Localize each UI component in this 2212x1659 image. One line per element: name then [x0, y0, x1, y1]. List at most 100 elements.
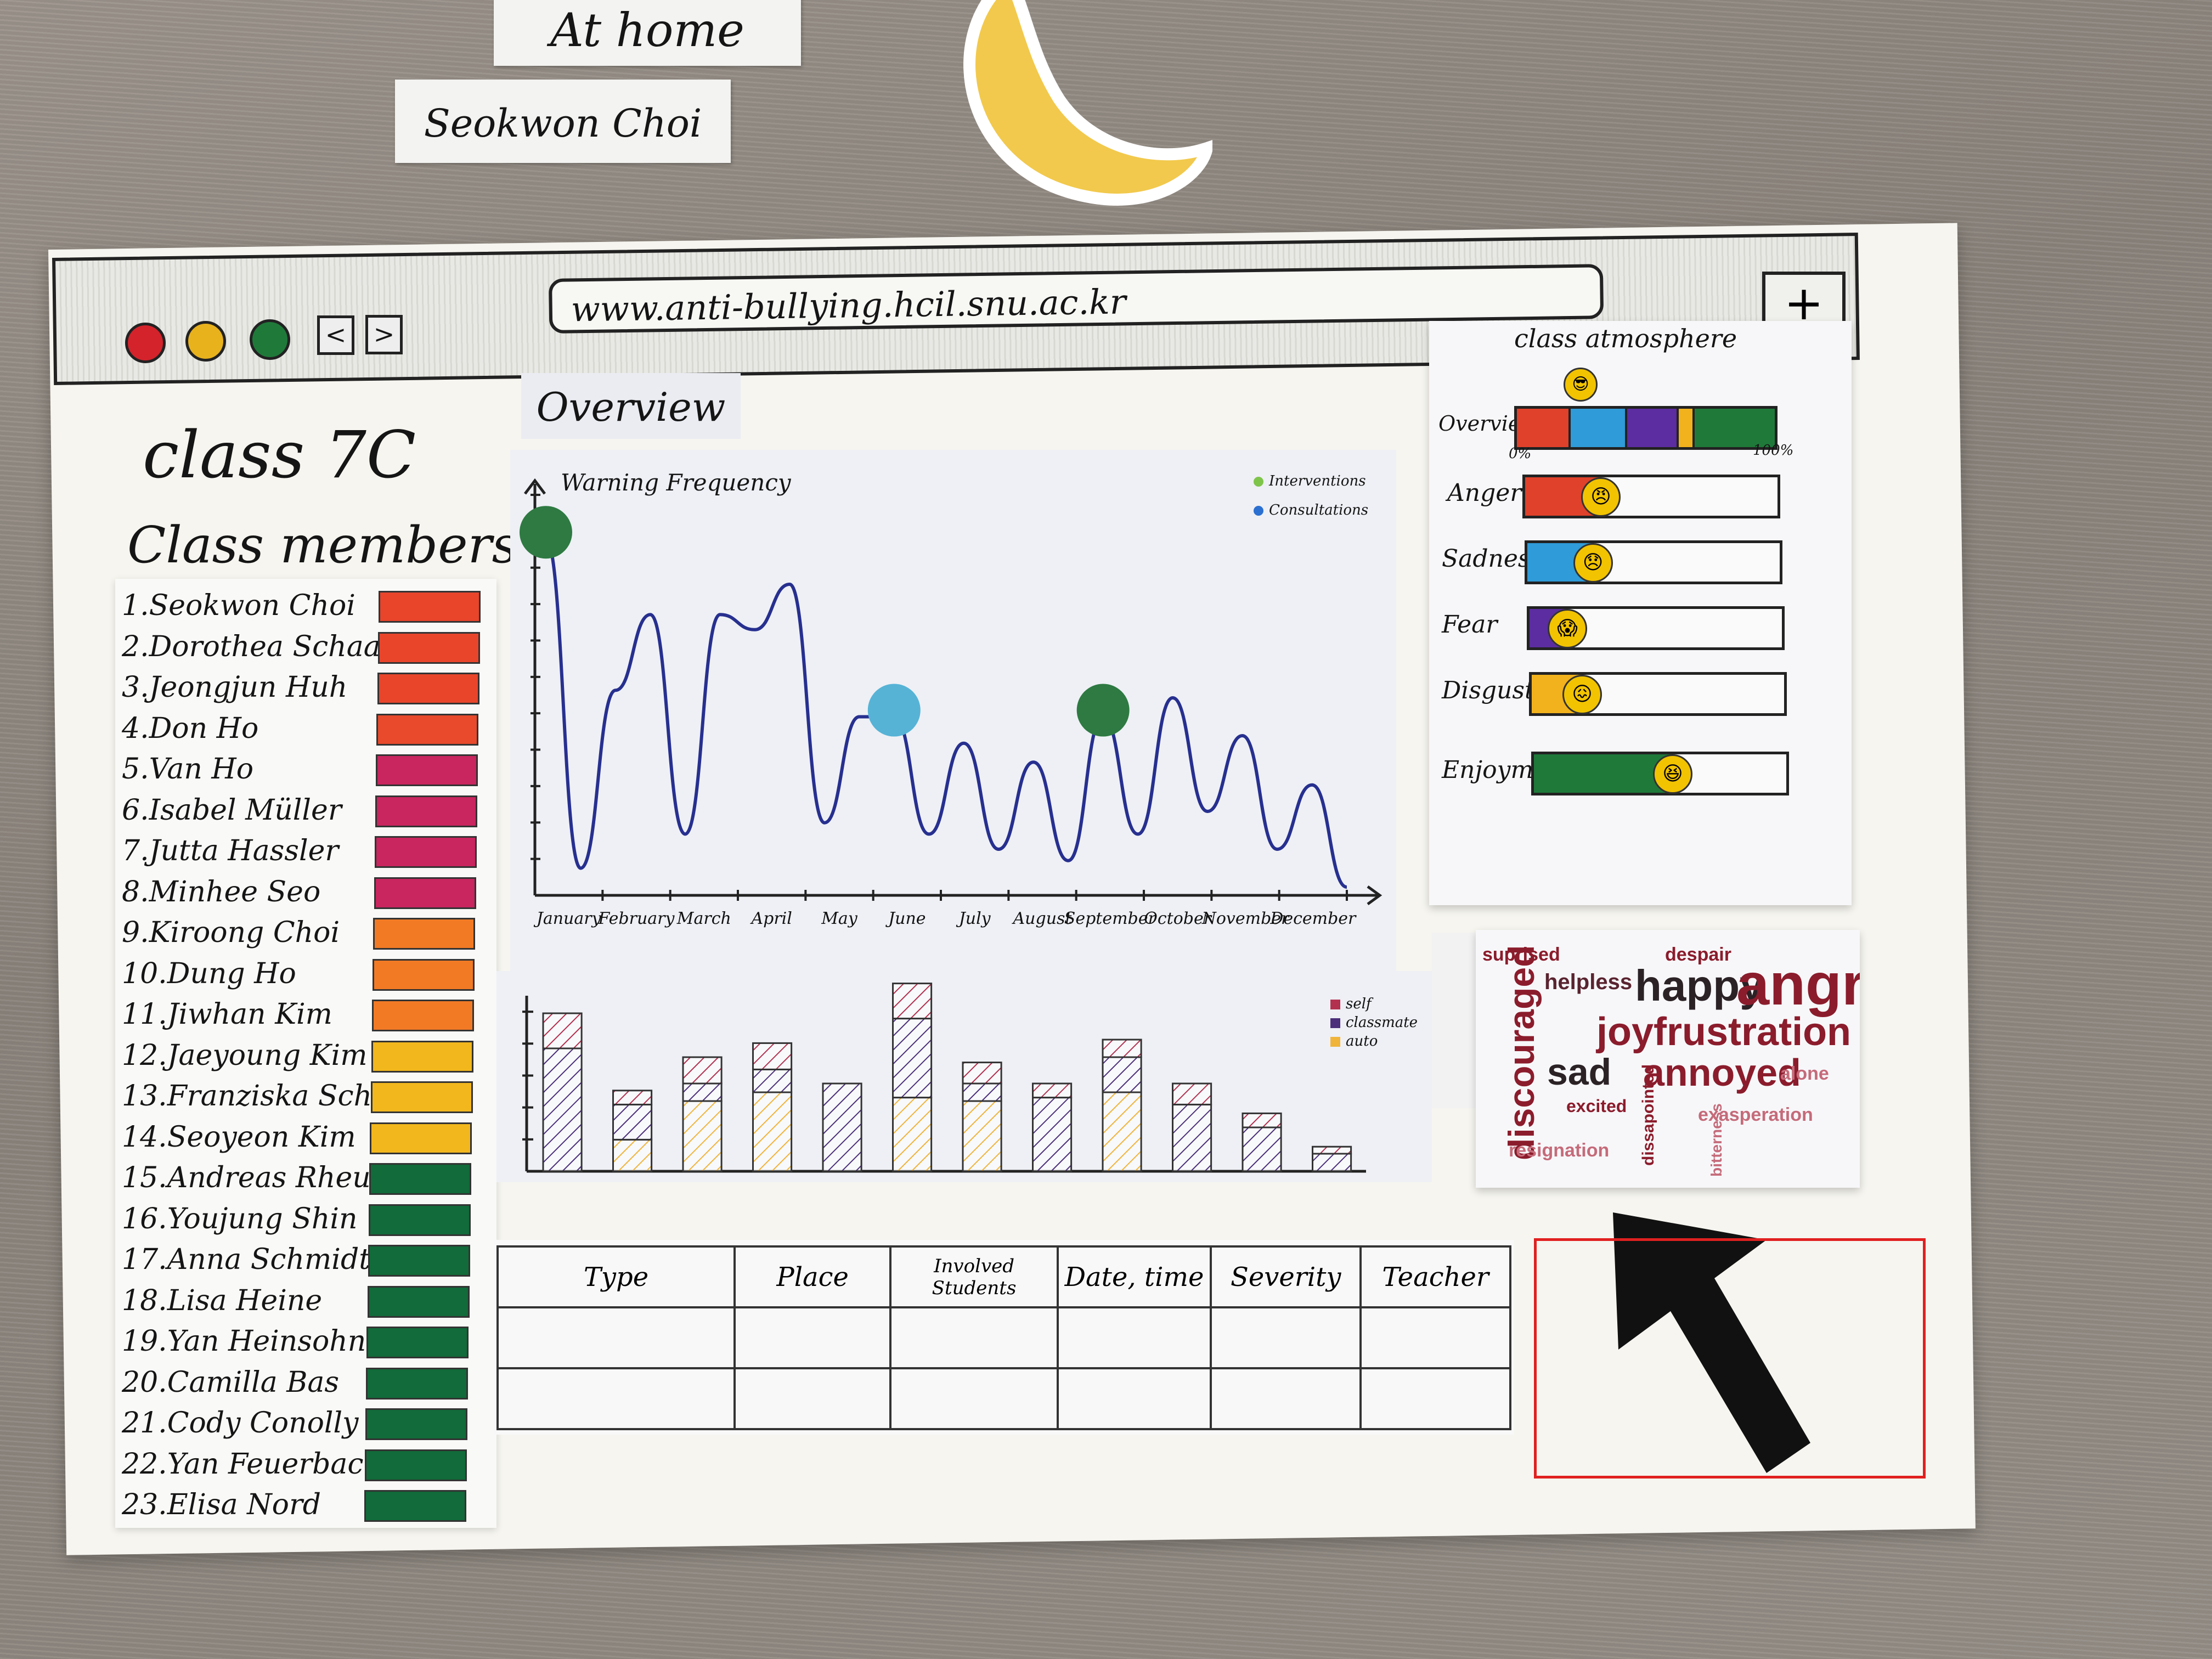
bar-classmate[interactable] [1242, 1126, 1282, 1172]
table-row[interactable] [496, 1306, 1511, 1369]
marker-interventions[interactable] [1076, 684, 1130, 737]
bar-auto[interactable] [752, 1091, 793, 1172]
member-item[interactable]: 13.Franziska Schädel [115, 1076, 496, 1116]
member-item[interactable]: 22.Yan Feuerbach [115, 1444, 496, 1485]
member-name: 10.Dung Ho [122, 957, 296, 990]
bar-classmate[interactable] [612, 1103, 653, 1141]
column-header-place[interactable]: Place [733, 1245, 892, 1308]
emotion-bar-anger[interactable]: 😠 [1522, 475, 1780, 518]
close-window-dot[interactable] [125, 323, 166, 363]
member-item[interactable]: 15.Andreas Rheumann [115, 1158, 496, 1198]
member-item[interactable]: 7.Jutta Hassler [115, 831, 496, 871]
legend-consultations: Consultations [1254, 502, 1368, 518]
member-name: 16.Youjung Shin [122, 1202, 358, 1235]
member-item[interactable]: 1.Seokwon Choi [115, 585, 496, 626]
bar-self[interactable] [542, 1012, 583, 1049]
member-item[interactable]: 20.Camilla Bas [115, 1362, 496, 1403]
emotion-level-enjoyment [1534, 754, 1673, 793]
member-status-swatch [369, 1163, 472, 1195]
member-item[interactable]: 6.Isabel Müller [115, 790, 496, 831]
member-item[interactable]: 21.Cody Conolly [115, 1403, 496, 1443]
bar-auto[interactable] [962, 1100, 1002, 1172]
member-item[interactable]: 16.Youjung Shin [115, 1199, 496, 1239]
member-item[interactable]: 18.Lisa Heine [115, 1280, 496, 1321]
column-header-teacher[interactable]: Teacher [1359, 1245, 1511, 1308]
x-tick-label: October [1144, 909, 1212, 928]
overview-segment-disgust [1677, 409, 1692, 447]
column-header-involved-students[interactable]: Involved Students [889, 1245, 1059, 1308]
member-item[interactable]: 4.Don Ho [115, 708, 496, 749]
member-status-swatch [372, 1000, 474, 1031]
bar-self[interactable] [1102, 1039, 1142, 1058]
bar-self[interactable] [682, 1056, 723, 1085]
legend-dot-interventions [1254, 477, 1263, 487]
bar-classmate[interactable] [892, 1018, 933, 1099]
bar-self[interactable] [1172, 1082, 1212, 1105]
tab-overview[interactable]: Overview [521, 373, 741, 439]
legend-label: Consultations [1269, 502, 1369, 518]
column-header-type[interactable]: Type [496, 1245, 736, 1308]
member-item[interactable]: 10.Dung Ho [115, 953, 496, 994]
emotion-bar-disgust[interactable]: 😖 [1529, 672, 1787, 716]
table-cell [1359, 1367, 1511, 1430]
column-header-severity[interactable]: Severity [1210, 1245, 1362, 1308]
member-name: 12.Jaeyoung Kim [122, 1039, 368, 1072]
forward-button[interactable]: > [365, 315, 403, 354]
member-item[interactable]: 8.Minhee Seo [115, 872, 496, 912]
marker-interventions[interactable] [520, 506, 572, 559]
member-status-swatch [368, 1245, 470, 1277]
member-item[interactable]: 19.Yan Heinsohn [115, 1321, 496, 1362]
emotion-bar-enjoyment[interactable]: 😆 [1531, 752, 1789, 795]
bar-classmate[interactable] [1172, 1103, 1212, 1172]
member-item[interactable]: 11.Jiwhan Kim [115, 994, 496, 1035]
bar-auto[interactable] [612, 1138, 653, 1172]
member-item[interactable]: 14.Seoyeon Kim [115, 1117, 496, 1158]
table-row[interactable] [496, 1367, 1511, 1430]
legend-label-classmate: classmate [1346, 1014, 1418, 1031]
bar-classmate[interactable] [1102, 1056, 1142, 1093]
bar-classmate[interactable] [542, 1047, 583, 1172]
minimize-window-dot[interactable] [185, 321, 226, 362]
back-button[interactable]: < [317, 315, 354, 355]
bar-classmate[interactable] [822, 1082, 862, 1172]
bar-classmate[interactable] [682, 1082, 723, 1102]
bar-self[interactable] [1242, 1112, 1282, 1128]
bar-classmate[interactable] [1312, 1153, 1352, 1172]
column-header-date-time[interactable]: Date, time [1056, 1245, 1212, 1308]
emotion-bar-sadness[interactable]: 😞 [1525, 540, 1782, 584]
table-cell [1210, 1306, 1362, 1369]
member-item[interactable]: 12.Jaeyoung Kim [115, 1035, 496, 1076]
member-item[interactable]: 9.Kiroong Choi [115, 912, 496, 953]
legend-interventions: Interventions [1254, 473, 1366, 489]
bar-classmate[interactable] [1032, 1097, 1073, 1172]
bar-self[interactable] [1032, 1082, 1073, 1099]
bar-self[interactable] [612, 1090, 653, 1105]
bar-self[interactable] [752, 1042, 793, 1070]
legend-swatch-self [1330, 1000, 1340, 1009]
member-item[interactable]: 2.Dorothea Schaan [115, 627, 496, 667]
bar-classmate[interactable] [962, 1082, 1002, 1102]
member-item[interactable]: 3.Jeongjun Huh [115, 667, 496, 708]
member-name: 20.Camilla Bas [122, 1365, 340, 1399]
member-name: 6.Isabel Müller [122, 793, 342, 827]
legend-label: Interventions [1269, 473, 1366, 489]
bar-auto[interactable] [682, 1100, 723, 1172]
member-item[interactable]: 5.Van Ho [115, 749, 496, 789]
member-item[interactable]: 17.Anna Schmidt [115, 1239, 496, 1280]
angry-face-icon: 😠 [1581, 477, 1621, 517]
cloud-word: bitterness [1708, 1103, 1725, 1177]
overview-atmosphere-bar[interactable] [1514, 406, 1778, 450]
member-item[interactable]: 23.Elisa Nord [115, 1485, 496, 1525]
bar-self[interactable] [962, 1062, 1002, 1085]
member-name: 11.Jiwhan Kim [122, 998, 332, 1031]
bar-auto[interactable] [1102, 1091, 1142, 1172]
emotion-bar-fear[interactable]: 😱 [1527, 606, 1785, 650]
member-status-swatch [364, 1490, 466, 1522]
maximize-window-dot[interactable] [250, 319, 290, 360]
marker-consultations[interactable] [867, 684, 921, 737]
bar-self[interactable] [1312, 1146, 1352, 1155]
bar-self[interactable] [892, 983, 933, 1020]
x-tick-label: April [749, 909, 792, 928]
bar-classmate[interactable] [752, 1068, 793, 1093]
bar-auto[interactable] [892, 1097, 933, 1172]
